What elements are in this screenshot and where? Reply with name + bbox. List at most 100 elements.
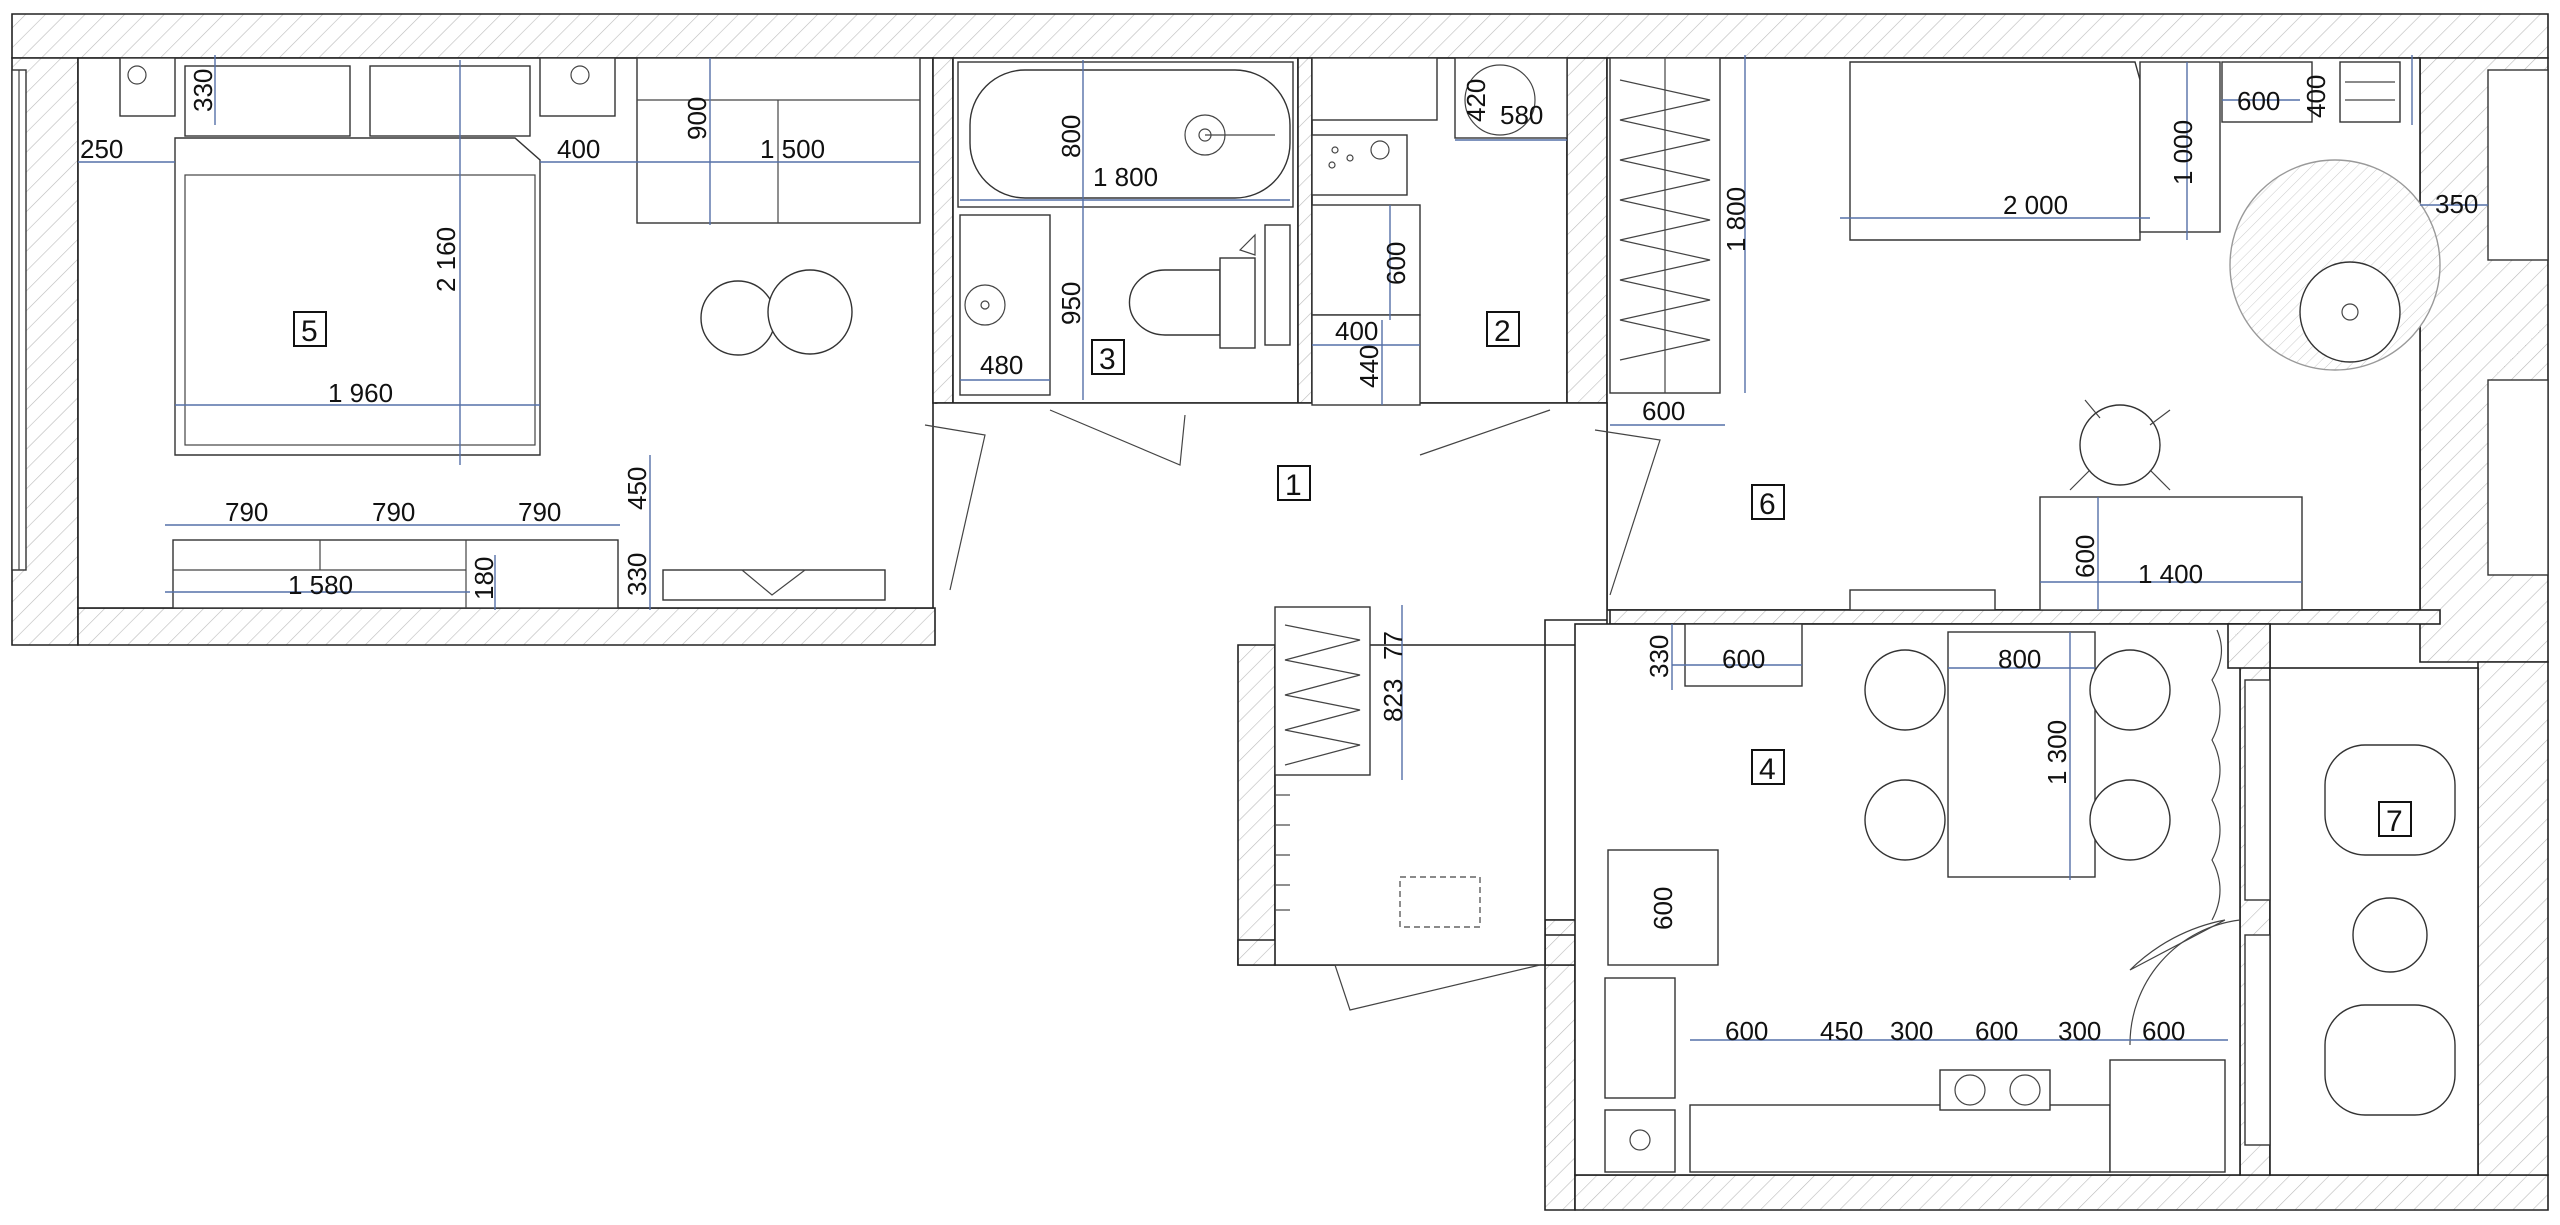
room-label-7: 7	[2378, 801, 2412, 838]
balcony-7-furniture	[2324, 744, 2456, 1116]
toilet	[1128, 269, 1221, 336]
svg-text:5: 5	[301, 315, 318, 348]
dim-window-niche: 250	[80, 134, 123, 164]
pantry	[1604, 977, 1676, 1099]
room-2-furniture	[1311, 57, 1568, 406]
dim-kitchen-run-1: 600	[1725, 1016, 1768, 1046]
coffee-table-2	[767, 269, 853, 355]
dim-kitchen-shelf-w: 600	[1722, 644, 1765, 674]
shelf-top	[1311, 57, 1438, 121]
storage-unit	[1311, 314, 1421, 406]
wc-sink-box	[1454, 57, 1568, 139]
dim-table-w: 800	[1998, 644, 2041, 674]
dim-hall-closet-b: 823	[1378, 679, 1408, 722]
coffee-table-1	[700, 280, 776, 356]
dimension-labels: 330 250 400 900 1 500 2 160 1 960 790 79…	[80, 69, 2478, 1046]
dim-sink-to-wall: 950	[1056, 282, 1086, 325]
washer	[1311, 204, 1421, 316]
dim-shelf-3: 790	[518, 497, 561, 527]
dim-bed6-length: 2 000	[2003, 190, 2068, 220]
dim-fridge-depth: 600	[1648, 887, 1678, 930]
dim-closet-depth: 600	[1381, 242, 1411, 285]
dim-bed-to-sofa: 400	[557, 134, 600, 164]
hall-rug	[1399, 876, 1481, 928]
svg-text:3: 3	[1099, 343, 1116, 376]
dim-kitchen-run-3: 300	[1890, 1016, 1933, 1046]
room-label-5: 5	[293, 311, 327, 348]
dim-bed-offset: 330	[188, 69, 218, 112]
dim-window6: 350	[2435, 189, 2478, 219]
dim-desk-depth: 600	[2070, 535, 2100, 578]
dim-kitchen-shelf-offset: 330	[1644, 635, 1674, 678]
room-label-1: 1	[1277, 465, 1311, 502]
bathroom-3-furniture	[957, 61, 1294, 396]
radiator	[1849, 589, 1996, 611]
kitchen-counter	[1689, 1104, 2111, 1173]
cooktop	[1939, 1069, 2051, 1111]
tall-cabinet	[2109, 1059, 2226, 1173]
dining-chairs	[1864, 649, 2171, 861]
nightstand-right	[539, 57, 616, 117]
dim-hall-closet-a: 77	[1378, 631, 1408, 660]
bed-6-headboard	[2139, 61, 2221, 233]
dim-tv-gap: 450	[622, 467, 652, 510]
dim-tv-depth: 330	[622, 553, 652, 596]
room-labels: 1 2 3 4 5 6 7	[293, 311, 2412, 838]
shelf-6	[2339, 61, 2401, 123]
dim-shelf-1: 790	[225, 497, 268, 527]
room-6-furniture	[1609, 57, 2441, 611]
dim-table-l: 1 300	[2042, 720, 2072, 785]
office-chair	[2079, 404, 2161, 486]
dim-kitchen-run-4: 600	[1975, 1016, 2018, 1046]
dim-bath-width: 800	[1056, 115, 1086, 158]
svg-text:4: 4	[1759, 753, 1776, 786]
kitchen-4-furniture	[1604, 623, 2241, 1173]
dim-stand-depth: 180	[469, 557, 499, 600]
dim-closet-440: 440	[1354, 345, 1384, 388]
dim-sofa-width: 1 500	[760, 134, 825, 164]
room-1-outline	[935, 402, 1608, 966]
windows	[11, 69, 2549, 1146]
svg-text:6: 6	[1759, 488, 1776, 521]
bed-5	[174, 137, 541, 456]
toilet-tank	[1219, 257, 1256, 349]
room-label-3: 3	[1091, 339, 1125, 376]
dim-closet-400: 400	[1335, 316, 1378, 346]
armchair-6	[2299, 261, 2401, 363]
dim-wardrobe6-length: 1 800	[1721, 187, 1751, 252]
dim-bed-width: 1 960	[328, 378, 393, 408]
dim-kitchen-run-2: 450	[1820, 1016, 1863, 1046]
dim-stand-total: 1 580	[288, 570, 353, 600]
svg-text:7: 7	[2386, 805, 2403, 838]
dim-sink-width: 480	[980, 350, 1023, 380]
dim-wardrobe6-depth: 600	[1642, 396, 1685, 426]
dimension-lines	[78, 55, 2488, 1041]
room-label-4: 4	[1751, 749, 1785, 786]
stove	[1311, 134, 1408, 196]
hall-1-furniture	[924, 409, 1661, 1011]
desk	[2039, 496, 2303, 611]
wall-shelf	[1684, 623, 1803, 687]
dim-sofa-depth: 900	[682, 97, 712, 140]
boiler	[1604, 1109, 1676, 1173]
fridge	[1607, 849, 1719, 966]
dim-nightstand-d: 400	[2301, 75, 2331, 118]
balcony-chair-1	[2324, 744, 2456, 856]
tv	[662, 569, 886, 601]
balcony-chair-2	[2324, 1004, 2456, 1116]
dim-bed-length: 2 160	[431, 227, 461, 292]
dim-kitchen-run-6: 600	[2142, 1016, 2185, 1046]
dim-shelf-2: 790	[372, 497, 415, 527]
dim-wc-sink: 420	[1461, 79, 1491, 122]
dim-kitchen-run-5: 300	[2058, 1016, 2101, 1046]
svg-text:2: 2	[1494, 315, 1511, 348]
heated-rail	[1264, 224, 1291, 346]
bathtub	[969, 69, 1291, 199]
room-label-2: 2	[1486, 311, 1520, 348]
balcony-table	[2352, 897, 2428, 973]
dim-bed6-width: 1 000	[2168, 120, 2198, 185]
dim-bath-length: 1 800	[1093, 162, 1158, 192]
svg-text:1: 1	[1285, 469, 1302, 502]
bed-6	[1849, 61, 2141, 241]
